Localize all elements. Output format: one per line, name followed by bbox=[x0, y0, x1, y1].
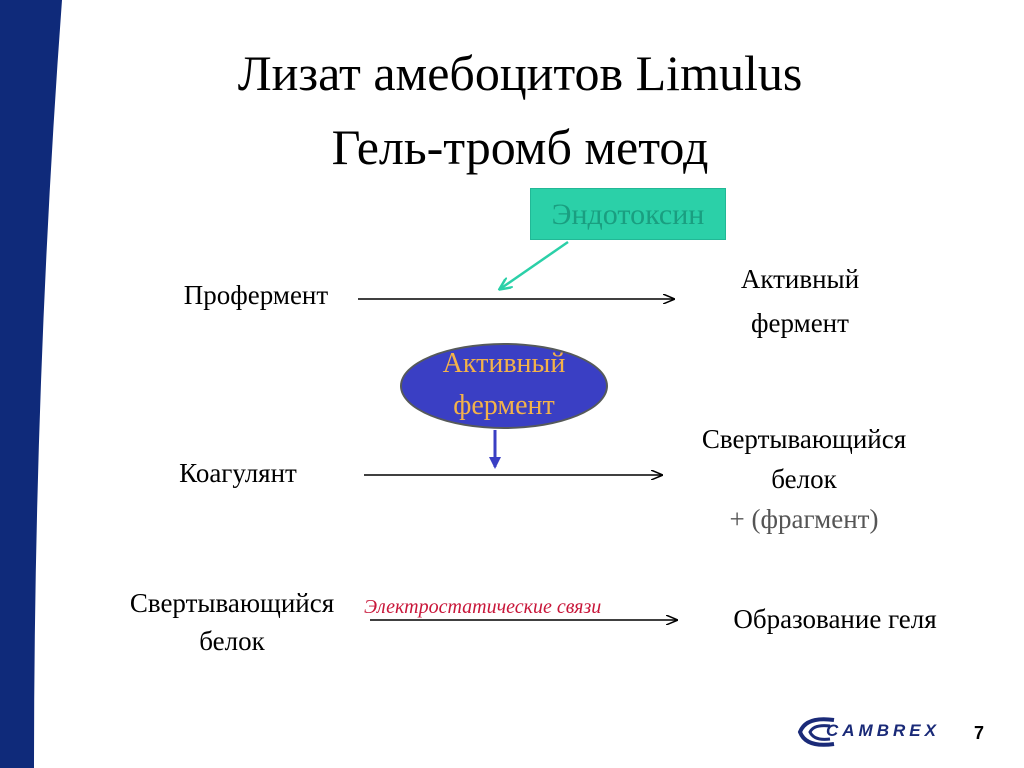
fragment-label: + (фрагмент) bbox=[729, 504, 879, 534]
cambrex-logo-icon bbox=[797, 717, 835, 747]
active-enzyme-oval-line1: Активный bbox=[442, 348, 566, 379]
electrostatic-bonds-label: Электростатические связи bbox=[364, 596, 602, 618]
endotoxin-box: Эндотоксин bbox=[530, 188, 726, 240]
arrow-endotoxin-catalysis bbox=[500, 240, 569, 289]
clotting-protein-source-line1: Свертывающийся bbox=[129, 588, 335, 618]
clotting-protein-label-line2: белок bbox=[771, 464, 837, 494]
clotting-protein-label-line1: Свертывающийся bbox=[701, 424, 907, 454]
gel-formation-label: Образование геля bbox=[733, 604, 937, 634]
active-enzyme-oval-line2: фермент bbox=[453, 390, 555, 421]
active-enzyme-label-line2: фермент bbox=[751, 308, 849, 338]
clotting-protein-source-line2: белок bbox=[199, 626, 265, 656]
proenzyme-label: Профермент bbox=[183, 280, 329, 310]
side-band bbox=[0, 0, 62, 768]
cambrex-logo-text: CAMBREX bbox=[826, 721, 940, 740]
active-enzyme-oval bbox=[400, 343, 608, 429]
slide-title-line1: Лизат амебоцитов Limulus bbox=[237, 45, 803, 101]
slide-title-line2: Гель-тромб метод bbox=[331, 119, 709, 175]
coagulant-label: Коагулянт bbox=[179, 458, 297, 488]
page-number: 7 bbox=[973, 723, 984, 743]
active-enzyme-label-line1: Активный bbox=[740, 264, 860, 294]
